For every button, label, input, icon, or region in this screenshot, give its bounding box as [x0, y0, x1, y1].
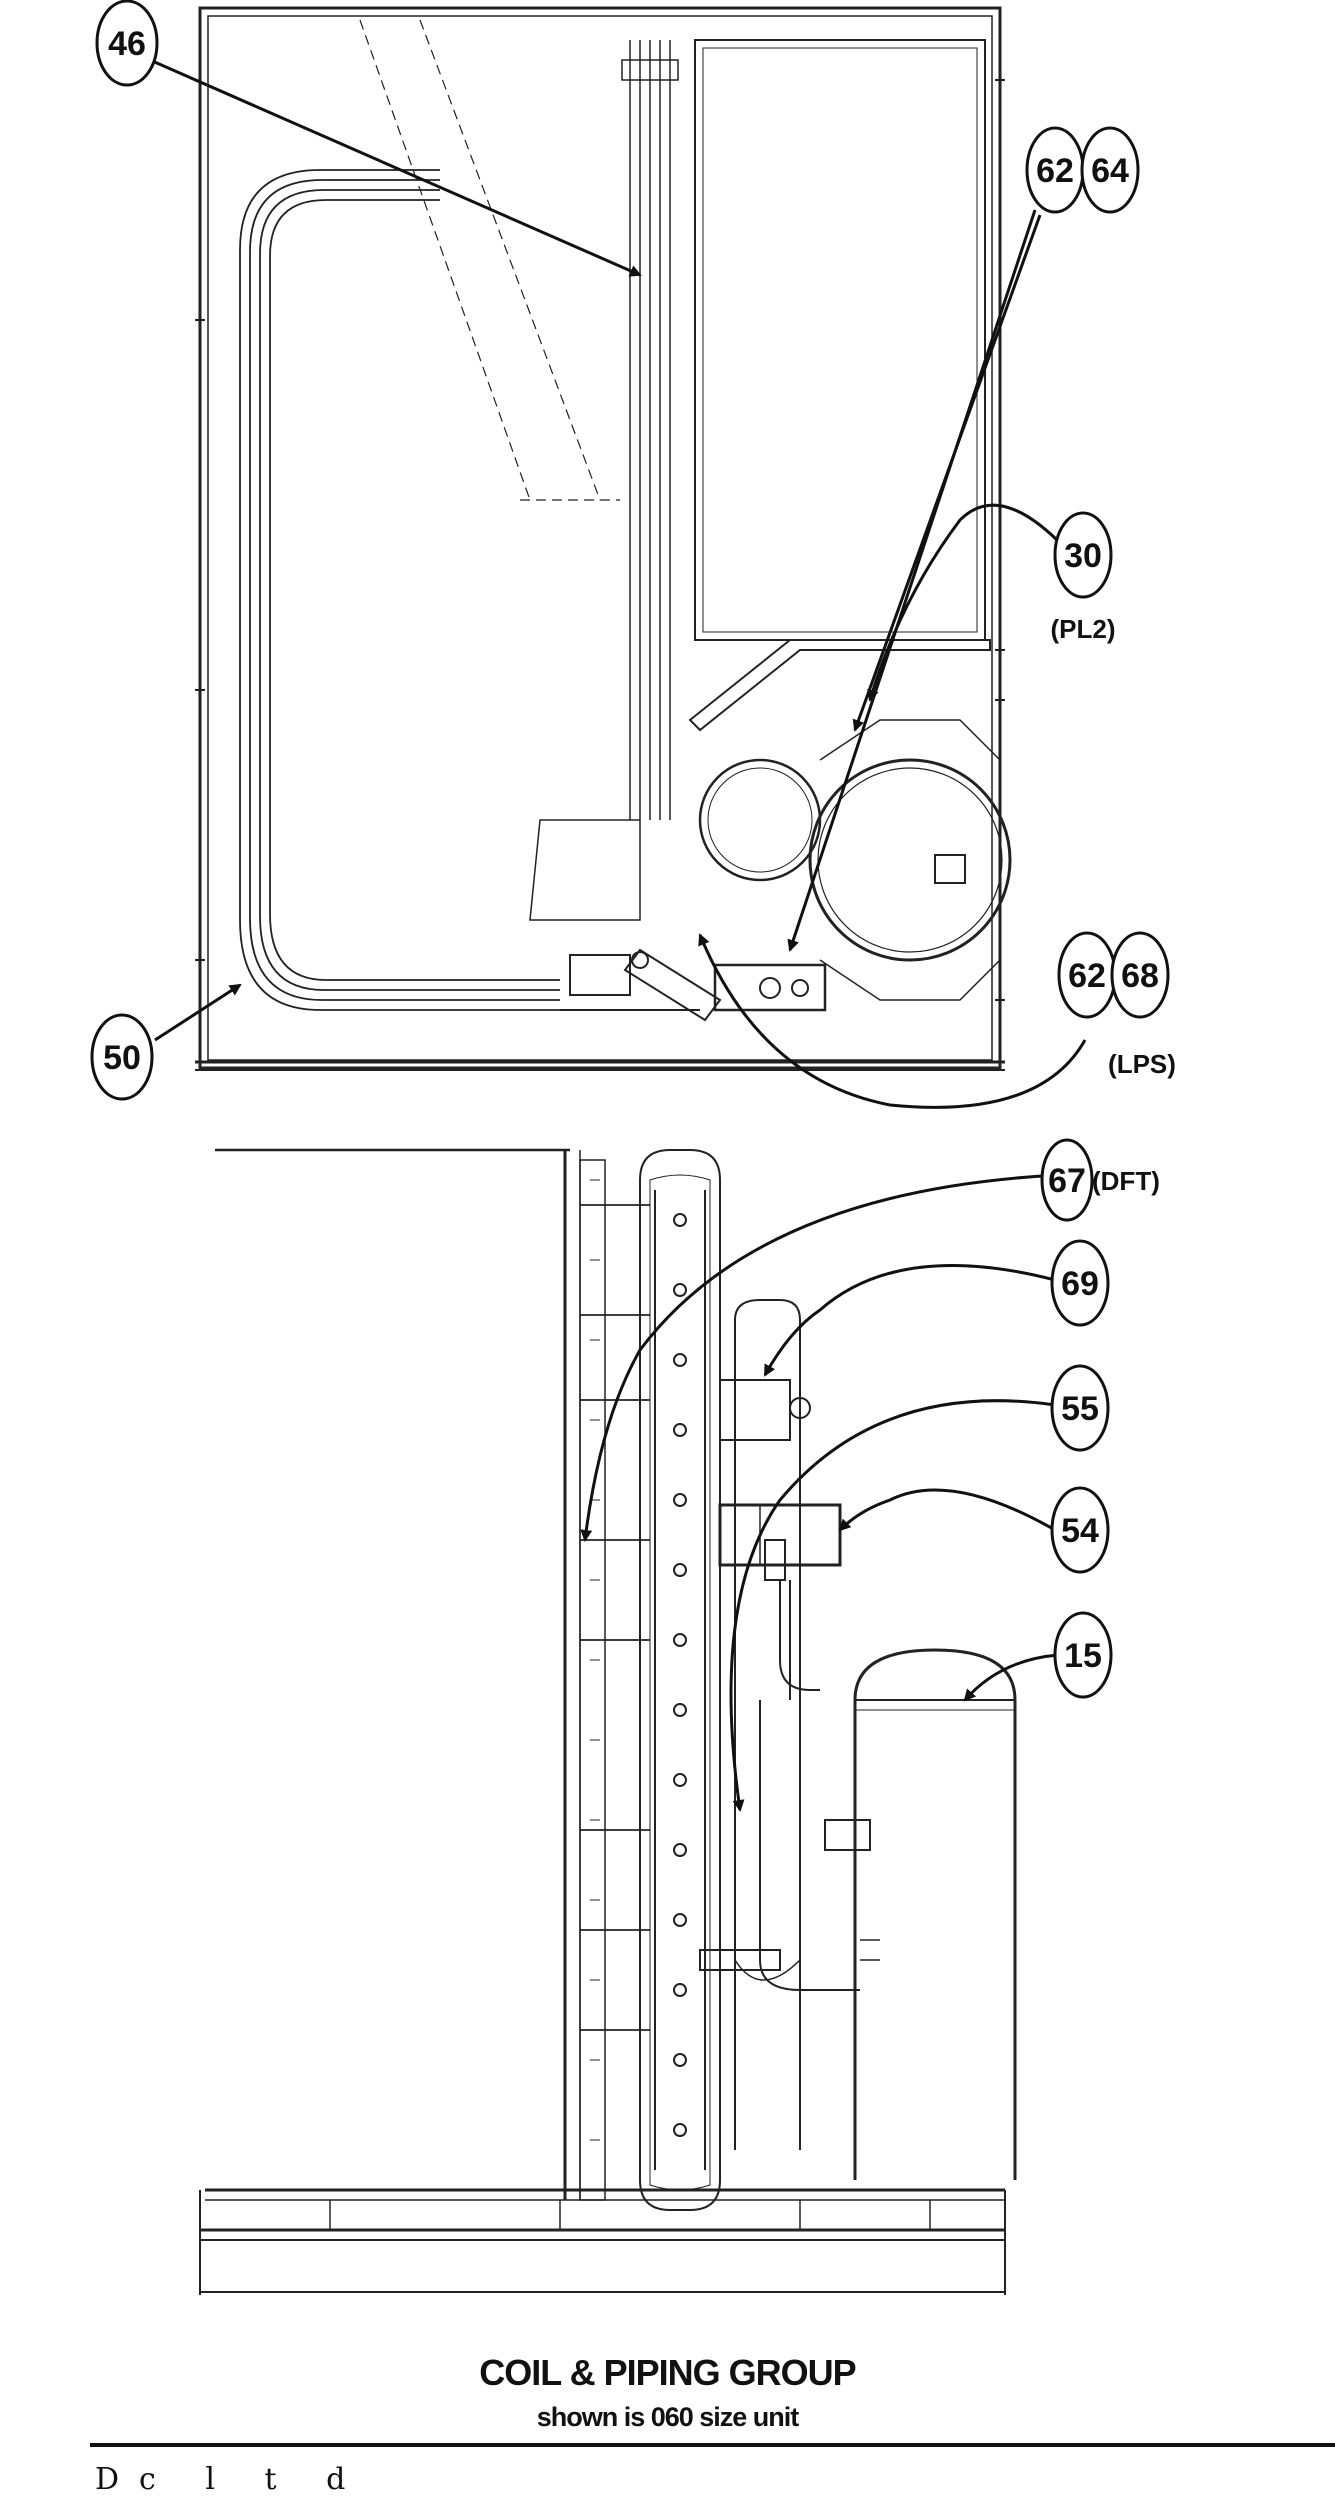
leader-54 — [838, 1488, 1056, 1532]
callouts: 46 62 64 30 (PL2) 50 62 68 (LPS) — [90, 0, 1176, 1699]
unit-casing-top — [198, 6, 1002, 1070]
callout-46: 46 — [95, 0, 159, 87]
leader-15 — [963, 1653, 1059, 1702]
svg-text:62: 62 — [1068, 957, 1106, 995]
callout-55: 55 — [1050, 1364, 1110, 1452]
leader-46 — [149, 58, 642, 277]
callout-69: 69 — [1050, 1239, 1110, 1327]
svg-text:54: 54 — [1061, 1512, 1099, 1550]
svg-text:46: 46 — [108, 25, 146, 63]
svg-text:30: 30 — [1064, 537, 1102, 575]
label-lps: (LPS) — [1108, 1049, 1176, 1079]
footer-text: Dc l t d — [95, 2462, 366, 2497]
leader-62-64-a — [787, 209, 1037, 952]
diagram-subtitle: shown is 060 size unit — [536, 2402, 800, 2432]
label-pl2: (PL2) — [1051, 614, 1116, 644]
leader-30 — [867, 503, 1067, 702]
leader-62-64-b — [852, 214, 1042, 732]
svg-text:69: 69 — [1061, 1265, 1099, 1303]
leader-67 — [580, 1173, 1061, 1542]
top-view — [195, 6, 1012, 1071]
svg-text:50: 50 — [103, 1039, 141, 1077]
svg-text:68: 68 — [1121, 957, 1159, 995]
leader-lines — [149, 58, 1087, 1812]
compressor-top — [808, 758, 1012, 962]
return-bends — [639, 1149, 721, 2211]
compressor-side — [824, 1648, 1017, 2180]
callout-64: 64 — [1080, 126, 1140, 214]
valve-block — [713, 963, 827, 1012]
callout-62-bottom: 62 — [1057, 931, 1117, 1019]
coil-fins — [579, 1159, 606, 2201]
callout-62-top: 62 — [1025, 126, 1085, 214]
callout-15: 15 — [1053, 1611, 1113, 1699]
reversing-valve-box — [718, 1503, 842, 1567]
coil-tube-left — [239, 169, 560, 1011]
label-dft: (DFT) — [1092, 1166, 1160, 1196]
callout-50: 50 — [90, 1013, 154, 1101]
leader-55 — [729, 1399, 1056, 1812]
control-panel — [694, 39, 986, 641]
diagram-title: COIL & PIPING GROUP — [479, 2352, 856, 2393]
svg-text:62: 62 — [1036, 152, 1074, 190]
leader-50 — [154, 983, 242, 1042]
svg-text:64: 64 — [1091, 152, 1129, 190]
callout-67: 67 — [1040, 1138, 1094, 1222]
svg-text:15: 15 — [1064, 1637, 1102, 1675]
svg-text:67: 67 — [1048, 1162, 1086, 1200]
callout-30: 30 — [1053, 511, 1113, 599]
side-view — [199, 1148, 1017, 2295]
vertical-piping — [621, 40, 679, 820]
svg-text:55: 55 — [1061, 1390, 1099, 1428]
callout-68: 68 — [1110, 931, 1170, 1019]
accumulator-top — [698, 758, 822, 882]
base-pan — [199, 2188, 1006, 2295]
leader-62-68 — [698, 933, 1087, 1109]
leader-69 — [763, 1263, 1056, 1377]
callout-54: 54 — [1050, 1486, 1110, 1574]
